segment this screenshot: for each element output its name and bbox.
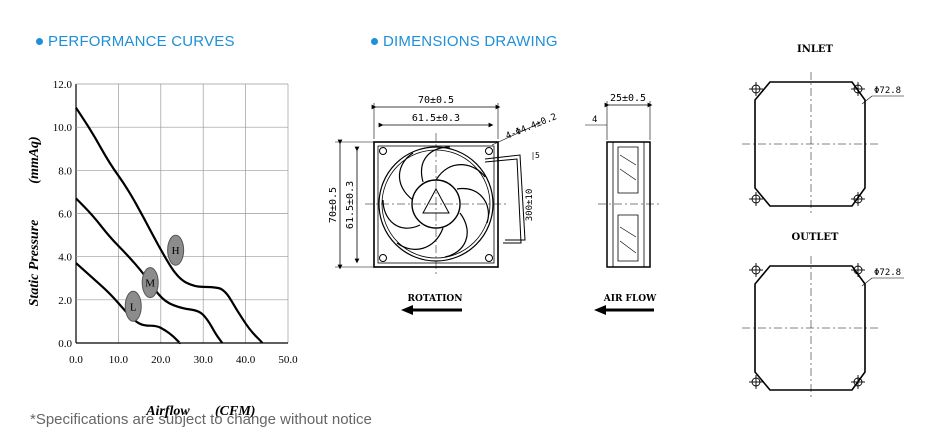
curve-marker-label: M (145, 278, 155, 290)
curve-marker-label: H (172, 245, 180, 257)
inlet-outlet-views: INLET Φ72.8 OUTLET Φ72.8 (742, 44, 904, 398)
y-axis-label: Static Pressure (27, 220, 42, 307)
x-tick-label: 10.0 (109, 354, 129, 366)
curve-marker-l (124, 290, 142, 322)
airflow-label: AIR FLOW (603, 294, 657, 304)
x-tick-label: 30.0 (194, 354, 214, 366)
chart-grid (75, 83, 289, 344)
y-axis-unit: (mmAq) (27, 136, 42, 183)
y-tick-label: 2.0 (58, 295, 72, 307)
fan-front-view: 70±0.5 61.5±0.3 70±0.5 61.5±0.3 4-Φ4.4±0… (328, 95, 558, 315)
dim-depth-label: 25±0.5 (610, 93, 646, 104)
curve-marker-m (141, 267, 159, 299)
y-tick-label: 0.0 (58, 338, 72, 350)
y-tick-label: 4.0 (58, 252, 72, 264)
performance-curves-title: PERFORMANCE CURVES (48, 33, 235, 50)
outlet-diameter-label: Φ72.8 (874, 268, 901, 278)
bullet-icon (371, 37, 378, 45)
x-tick-label: 20.0 (151, 354, 171, 366)
inlet-label: INLET (797, 44, 833, 55)
rotation-label: ROTATION (408, 294, 463, 304)
chart-series-group (75, 107, 264, 345)
performance-chart: 0.0 10.0 20.0 30.0 40.0 50.0 0.0 2.0 4.0 6.0 8.0 10… (27, 79, 298, 419)
inlet-view: Φ72.8 (742, 72, 904, 216)
dim-wire-small-label: 5 (535, 151, 540, 160)
dim-holes-label: 4-Φ4.4±0.2 (504, 112, 558, 142)
y-tick-label: 8.0 (58, 165, 72, 177)
chart-markers: H ML (124, 234, 185, 322)
x-axis-unit: (CFM) (215, 404, 255, 419)
series-line-l (75, 262, 181, 345)
dimensions-drawing-heading: DIMENSIONS DRAWING (371, 33, 558, 50)
bullet-icon (36, 37, 43, 45)
dim-flange-label: 4 (592, 115, 597, 125)
dimensions-drawing-title: DIMENSIONS DRAWING (383, 33, 558, 50)
series-line-h (75, 107, 264, 345)
x-axis-label: Airflow (145, 404, 190, 419)
fan-side-view: 25±0.5 4 AIR FLOW (585, 93, 660, 315)
dim-height-label: 70±0.5 (328, 187, 339, 223)
outlet-label: OUTLET (792, 232, 840, 243)
dim-wire-label: 300±10 (525, 189, 535, 222)
x-tick-label: 0.0 (69, 354, 83, 366)
inlet-diameter-label: Φ72.8 (874, 86, 901, 96)
performance-curves-heading: PERFORMANCE CURVES (36, 33, 235, 50)
curve-marker-label: L (130, 301, 137, 313)
footnote: *Specifications are subject to change wi… (30, 411, 372, 428)
x-tick-label: 50.0 (278, 354, 298, 366)
dim-hole-spacing-label: 61.5±0.3 (412, 113, 460, 124)
dim-hole-spacing-v-label: 61.5±0.3 (345, 181, 356, 229)
y-tick-label: 10.0 (53, 122, 73, 134)
dim-width-label: 70±0.5 (418, 95, 454, 106)
chart-tick-labels: 0.0 10.0 20.0 30.0 40.0 50.0 0.0 2.0 4.0 6.0 8.0 10… (53, 79, 298, 366)
series-line-m (75, 197, 224, 344)
y-tick-label: 12.0 (53, 79, 73, 91)
curve-marker-h (167, 234, 185, 266)
x-tick-label: 40.0 (236, 354, 256, 366)
outlet-view: Φ72.8 (742, 256, 904, 398)
y-tick-label: 6.0 (58, 209, 72, 221)
